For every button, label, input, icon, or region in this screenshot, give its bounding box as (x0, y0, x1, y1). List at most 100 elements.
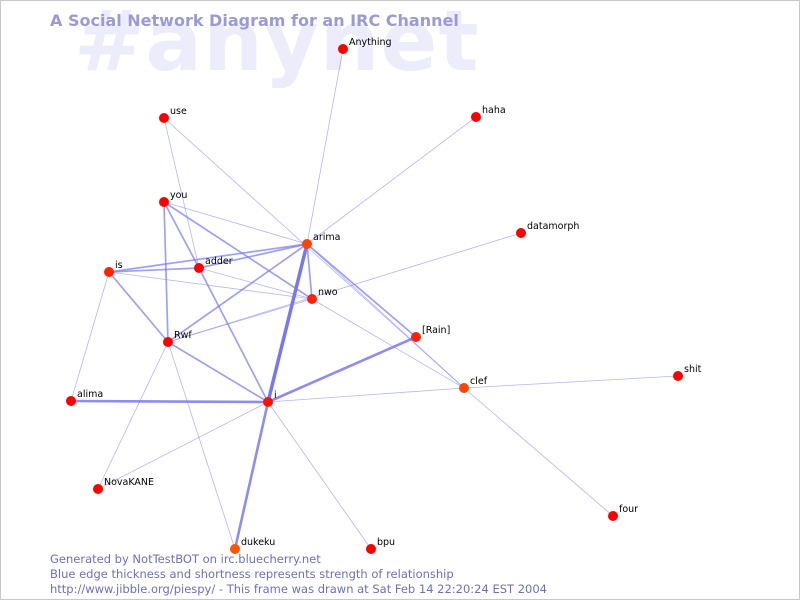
edge-you-adder (163, 201, 200, 269)
node-dot-haha[interactable] (471, 112, 481, 122)
node-dot-clef[interactable] (459, 383, 469, 393)
node-label-anything: Anything (349, 37, 392, 48)
edge-nwo-clef (311, 298, 465, 389)
node-clef[interactable]: clef (459, 376, 488, 393)
node-dot-datamorph[interactable] (516, 228, 526, 238)
node-label-nwo: nwo (318, 287, 338, 298)
node-bpu[interactable]: bpu (366, 537, 395, 554)
node-dukeku[interactable]: dukeku (230, 537, 275, 554)
edge-you-arima (163, 201, 308, 245)
edge-is-rwf (108, 271, 169, 343)
edges-layer (69, 48, 679, 551)
edge-use-adder (163, 117, 200, 269)
node-four[interactable]: four (608, 504, 638, 521)
edge-is-alima (70, 271, 110, 402)
edge-i-alima (69, 399, 270, 404)
edge-is-arima (108, 243, 308, 273)
edge-rwf-dukeku (167, 341, 236, 550)
node-is[interactable]: is (104, 260, 123, 277)
node-label-datamorph: datamorph (527, 221, 579, 232)
node-label-adder: adder (205, 256, 233, 267)
node-anything[interactable]: Anything (338, 37, 392, 54)
node-dot-nwo[interactable] (307, 294, 317, 304)
node-you[interactable]: you (159, 190, 187, 207)
node-dot-is[interactable] (104, 267, 114, 277)
footer-legend-note: Blue edge thickness and shortness repres… (50, 567, 454, 581)
edge-you-nwo (163, 201, 313, 300)
edge-rwf-novakane (97, 341, 169, 490)
node-label-rain: [Rain] (422, 325, 450, 336)
node-dot-bpu[interactable] (366, 544, 376, 554)
edge-adder-arima (198, 243, 308, 269)
node-label-arima: arima (313, 232, 340, 243)
node-label-i: i (274, 390, 277, 401)
edge-haha-arima (306, 116, 477, 245)
nodes-layer: Anything use haha you arima datamorph is adder n… (66, 37, 702, 554)
footer-generated-by: Generated by NotTestBOT on irc.bluecherr… (50, 552, 321, 566)
node-dot-you[interactable] (159, 197, 169, 207)
node-alima[interactable]: alima (66, 389, 103, 406)
node-rain[interactable]: [Rain] (411, 325, 450, 342)
edge-rwf-i (167, 341, 269, 403)
edge-i-novakane (97, 401, 269, 490)
node-dot-adder[interactable] (194, 263, 204, 273)
edge-clef-shit (463, 375, 679, 389)
edge-arima-i (266, 242, 309, 404)
edge-nwo-rwf (167, 298, 313, 343)
node-datamorph[interactable]: datamorph (516, 221, 579, 238)
node-label-you: you (170, 190, 187, 201)
node-dot-rain[interactable] (411, 332, 421, 342)
footer-url-timestamp: http://www.jibble.org/piespy/ - This fra… (50, 582, 547, 596)
node-label-is: is (115, 260, 123, 271)
edge-use-clef (163, 117, 465, 389)
node-dot-dukeku[interactable] (230, 544, 240, 554)
node-arima[interactable]: arima (302, 232, 340, 249)
node-adder[interactable]: adder (194, 256, 233, 273)
edge-is-adder (108, 267, 200, 273)
node-label-shit: shit (684, 364, 702, 375)
node-dot-i[interactable] (263, 397, 273, 407)
channel-watermark: #anynet (74, 0, 480, 90)
node-dot-novakane[interactable] (93, 484, 103, 494)
edge-arima-rain (306, 243, 417, 338)
node-dot-use[interactable] (159, 113, 169, 123)
node-nwo[interactable]: nwo (307, 287, 338, 304)
node-dot-shit[interactable] (673, 371, 683, 381)
node-rwf[interactable]: Rwf (163, 330, 192, 347)
diagram-title: A Social Network Diagram for an IRC Chan… (50, 11, 459, 30)
edge-is-nwo (108, 271, 313, 300)
edge-i-rain (266, 335, 418, 404)
edge-i-clef (267, 387, 465, 403)
node-label-bpu: bpu (377, 537, 395, 548)
node-haha[interactable]: haha (471, 105, 506, 122)
node-label-rwf: Rwf (174, 330, 192, 341)
node-novakane[interactable]: NovaKANE (93, 477, 154, 494)
node-dot-anything[interactable] (338, 44, 348, 54)
node-dot-alima[interactable] (66, 396, 76, 406)
edge-arima-rwf (167, 243, 308, 343)
node-label-four: four (619, 504, 638, 515)
node-label-novakane: NovaKANE (104, 477, 154, 488)
edge-anything-arima (306, 48, 344, 245)
node-label-use: use (170, 106, 187, 117)
edge-clef-four (463, 387, 614, 517)
edge-arima-clef (306, 243, 465, 389)
edge-i-bpu (267, 401, 372, 550)
node-dot-arima[interactable] (302, 239, 312, 249)
node-label-alima: alima (77, 389, 103, 400)
node-use[interactable]: use (159, 106, 187, 123)
edge-you-rwf (163, 201, 169, 343)
node-shit[interactable]: shit (673, 364, 702, 381)
edge-adder-i (198, 267, 269, 403)
node-dot-four[interactable] (608, 511, 618, 521)
node-label-clef: clef (470, 376, 488, 387)
edge-arima-nwo (306, 243, 313, 300)
node-dot-rwf[interactable] (163, 337, 173, 347)
node-label-haha: haha (482, 105, 506, 116)
edge-datamorph-rwf (167, 232, 522, 343)
edge-i-dukeku (233, 400, 270, 551)
node-label-dukeku: dukeku (241, 537, 275, 548)
footer: Generated by NotTestBOT on irc.bluecherr… (50, 552, 547, 597)
node-i[interactable]: i (263, 390, 277, 407)
